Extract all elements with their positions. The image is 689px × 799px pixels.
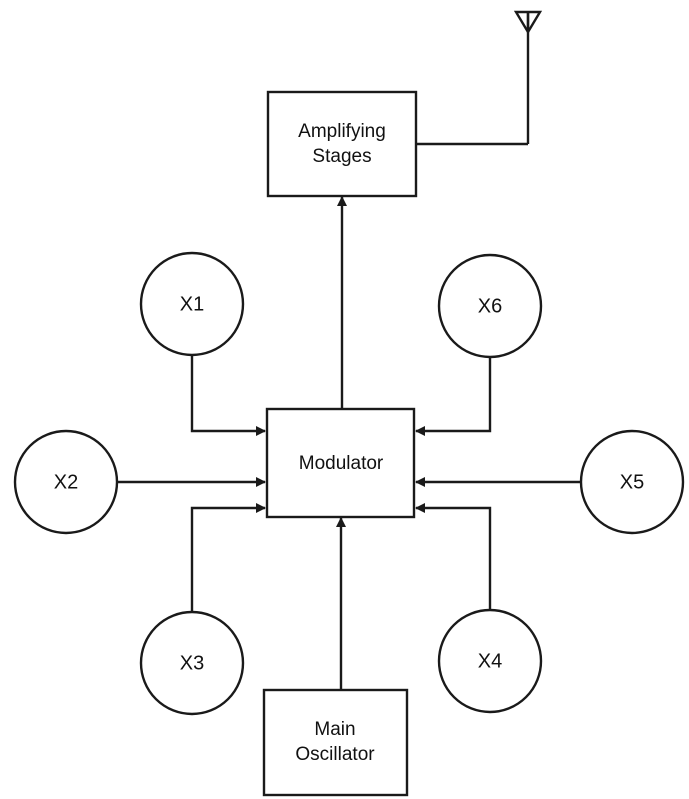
antenna-icon [513, 10, 543, 144]
main-oscillator-block: Main Oscillator [262, 688, 409, 797]
input-node-x1: X1 [139, 251, 245, 357]
modulator-block: Modulator [265, 407, 416, 519]
amplifying-stages-label-line2: Stages [312, 146, 371, 167]
x4-connection-arrow [415, 503, 492, 610]
x2-label: X2 [54, 471, 78, 493]
input-node-x5: X5 [579, 429, 685, 535]
x6-label: X6 [478, 295, 502, 317]
main-oscillator-label-line1: Main [314, 719, 355, 740]
x1-connection-arrow [190, 355, 266, 436]
x3-label: X3 [180, 652, 204, 674]
input-node-x6: X6 [437, 253, 543, 359]
x3-connection-arrow [190, 503, 266, 612]
x4-label: X4 [478, 650, 502, 672]
amplifying-stages-label-line1: Amplifying [298, 121, 386, 142]
x5-label: X5 [620, 471, 644, 493]
main-oscillator-label-line2: Oscillator [295, 744, 375, 765]
modulator-label: Modulator [299, 453, 384, 474]
amplifying-stages-block: Amplifying Stages [266, 90, 418, 198]
input-node-x4: X4 [437, 608, 543, 714]
x1-label: X1 [180, 293, 204, 315]
input-node-x3: X3 [139, 610, 245, 716]
input-node-x2: X2 [13, 429, 119, 535]
x6-connection-arrow [415, 358, 492, 436]
